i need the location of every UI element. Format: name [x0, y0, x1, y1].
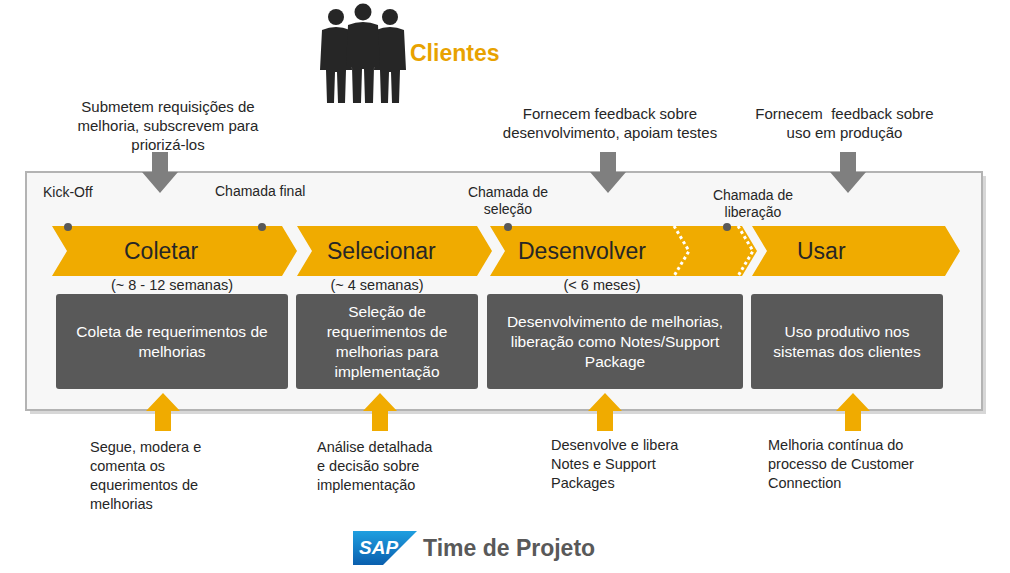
- duration-label: (~ 8 - 12 semanas): [92, 276, 252, 295]
- phase-chevron: Usar: [752, 226, 960, 276]
- dotted-separator: [674, 226, 689, 276]
- duration-label: (~ 4 semanas): [307, 276, 447, 295]
- phase-name: Selecionar: [327, 238, 436, 265]
- process-box: Seleção de requerimentos de melhorias pa…: [296, 294, 478, 389]
- audience-title: Clientes: [410, 40, 499, 67]
- phase-chevron: Selecionar: [297, 226, 492, 276]
- milestone-label: Chamada final: [215, 183, 305, 200]
- milestone-label: Kick-Off: [43, 184, 93, 201]
- box-text: Uso produtivo nos sistemas dos clientes: [761, 322, 933, 362]
- chevron-fill: [752, 226, 960, 276]
- milestone-dot: [723, 223, 731, 231]
- box-text: Seleção de requerimentos de melhorias pa…: [306, 302, 468, 382]
- phase-name: Usar: [797, 238, 846, 265]
- phase-chevron: Desenvolver: [490, 226, 757, 276]
- process-box: Uso produtivo nos sistemas dos clientes: [751, 294, 943, 389]
- chevron-fill: [52, 226, 297, 276]
- milestone-label: Chamada de liberação: [703, 187, 803, 221]
- sap-badge: [353, 531, 417, 565]
- team-note: Desenvolve e libera Notes e Support Pack…: [551, 436, 701, 493]
- phase-name: Coletar: [124, 238, 198, 265]
- team-caption: Time de Projeto: [423, 535, 595, 562]
- customer-note: Fornecem feedback sobre uso em produção: [752, 104, 937, 142]
- milestone-label: Chamada de seleção: [458, 184, 558, 218]
- support-arrows: [146, 393, 870, 431]
- milestone-dot: [64, 223, 72, 231]
- dotted-separator: [738, 226, 753, 276]
- chevron-shape: [752, 226, 960, 276]
- chevron-fill: [297, 226, 492, 276]
- customer-note: Fornecem feedback sobre desenvolvimento,…: [490, 104, 730, 142]
- chevron-fill: [490, 226, 757, 276]
- logo-badge: SAP: [353, 531, 417, 565]
- box-text: Coleta de requerimentos de melhorias: [66, 322, 278, 362]
- team-note: Melhoria contínua do processo de Custome…: [768, 436, 933, 493]
- people-silhouette: [320, 4, 406, 104]
- milestone-dot: [258, 223, 266, 231]
- team-note: Segue, modera e comenta os equerimentos …: [90, 438, 230, 514]
- process-box: Desenvolvimento de melhorias, liberação …: [487, 294, 743, 389]
- process-box: Coleta de requerimentos de melhorias: [56, 294, 288, 389]
- phase-chevron: Coletar: [52, 226, 297, 276]
- milestone-dot: [504, 223, 512, 231]
- process-panel: [26, 172, 982, 410]
- customer-note: Submetem requisições de melhoria, subscr…: [63, 97, 273, 154]
- team-note: Análise detalhada e decisão sobre implem…: [317, 438, 442, 495]
- box-text: Desenvolvimento de melhorias, liberação …: [497, 312, 733, 372]
- logo-text: SAP: [359, 537, 398, 559]
- duration-label: (< 6 meses): [532, 276, 672, 295]
- phase-name: Desenvolver: [518, 238, 646, 265]
